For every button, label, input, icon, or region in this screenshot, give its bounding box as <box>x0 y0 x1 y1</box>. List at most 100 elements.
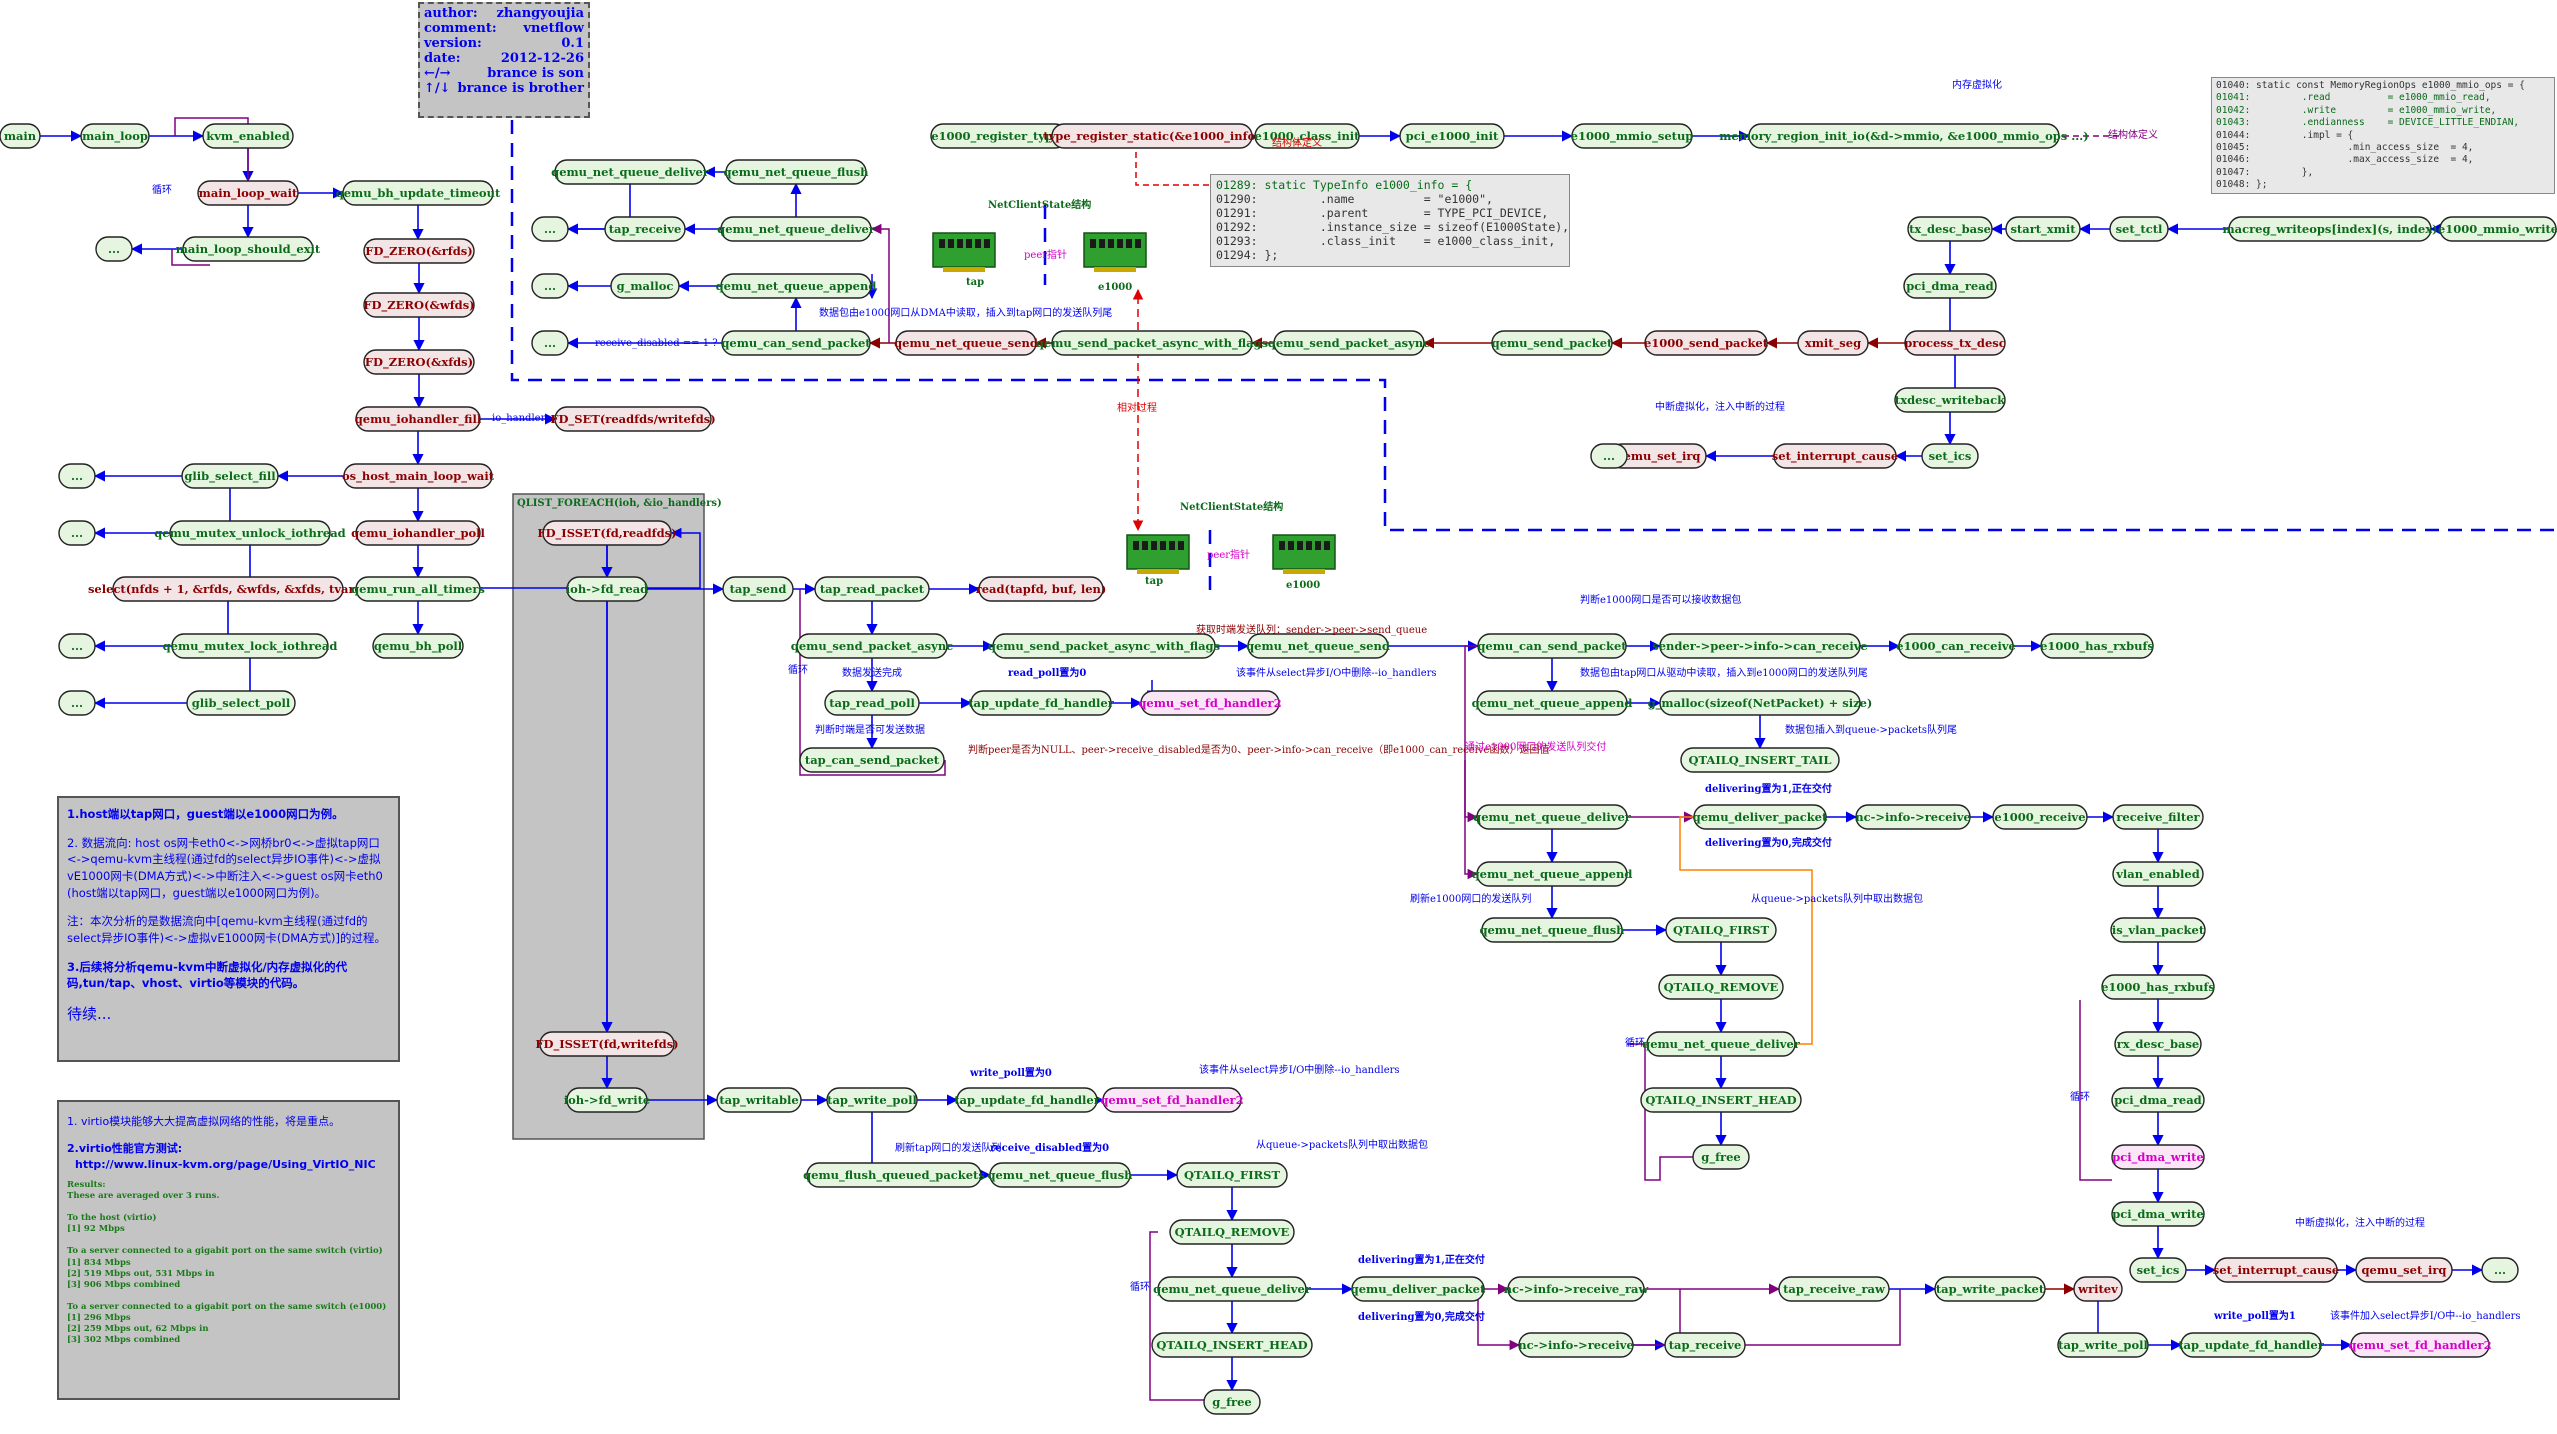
node-qemu-set-fd-handler2-a[interactable]: qemu_set_fd_handler2 <box>1138 690 1282 716</box>
node-nc-info-receive-b[interactable]: nc->info->receive <box>1518 1332 1634 1358</box>
node-ioh-fd-read[interactable]: ioh->fd_read <box>566 576 648 602</box>
node-e1000-has-rxbufs-b[interactable]: e1000_has_rxbufs <box>2101 974 2215 1000</box>
node-tx-desc-base[interactable]: tx_desc_base <box>1907 216 1993 242</box>
node-nc-info-receive[interactable]: nc->info->receive <box>1855 804 1971 830</box>
node-nc-info-receive-raw[interactable]: nc->info->receive_raw <box>1504 1276 1650 1302</box>
virtio-link[interactable]: http://www.linux-kvm.org/page/Using_Virt… <box>75 1157 376 1171</box>
node-qtailq-insert-head-b[interactable]: QTAILQ_INSERT_HEAD <box>1151 1332 1313 1358</box>
node-qtailq-remove-a[interactable]: QTAILQ_REMOVE <box>1658 974 1784 1000</box>
node-dots-r[interactable]: ... <box>2481 1257 2519 1283</box>
node-tap-write-poll[interactable]: tap_write_poll <box>826 1087 918 1113</box>
node-pci-dma-read-r[interactable]: pci_dma_read <box>2111 1087 2205 1113</box>
node-qnqd-e[interactable]: qemu_net_queue_deliver <box>1153 1276 1312 1302</box>
node-dots-b[interactable]: ... <box>531 273 569 299</box>
node-e1000-can-receive[interactable]: e1000_can_receive <box>1896 633 2016 659</box>
node-receive-filter[interactable]: receive_filter <box>2112 804 2204 830</box>
node-qnq-flush-b[interactable]: qemu_net_queue_flush <box>1479 917 1625 943</box>
node-main-loop[interactable]: main_loop <box>80 123 150 149</box>
node-main-loop-wait[interactable]: main_loop_wait <box>197 180 299 206</box>
node-qemu-can-send-packet-a[interactable]: qemu_can_send_packet <box>721 330 871 356</box>
node-qemu-set-irq-r[interactable]: qemu_set_irq <box>2355 1257 2453 1283</box>
node-process-tx-desc[interactable]: process_tx_desc <box>1904 330 2006 356</box>
node-e1000-class-init[interactable]: e1000_class_init <box>1254 123 1360 149</box>
node-dots2[interactable]: ... <box>58 463 96 489</box>
node-dots1[interactable]: ... <box>95 236 133 262</box>
node-set-interrupt-cause-r[interactable]: set_interrupt_cause <box>2213 1257 2339 1283</box>
node-qtailq-first-b[interactable]: QTAILQ_FIRST <box>1176 1162 1288 1188</box>
node-qnqa-b[interactable]: qemu_net_queue_append <box>1472 690 1633 716</box>
node-fd-isset-w[interactable]: FD_ISSET(fd,writefds) <box>535 1031 679 1057</box>
node-qemu-set-irq-t[interactable]: qemu_set_irq <box>1609 443 1707 469</box>
node-dots-a[interactable]: ... <box>531 216 569 242</box>
node-qnqd-c[interactable]: qemu_net_queue_deliver <box>1473 804 1632 830</box>
node-set-ics-t[interactable]: set_ics <box>1921 443 1979 469</box>
node-qtailq-insert-tail[interactable]: QTAILQ_INSERT_TAIL <box>1680 747 1840 773</box>
node-tap-read-poll[interactable]: tap_read_poll <box>824 690 920 716</box>
node-dots-c[interactable]: ... <box>531 330 569 356</box>
node-sender-can-receive[interactable]: sender->peer->info->can_receive <box>1652 633 1868 659</box>
node-kvm-enabled[interactable]: kvm_enabled <box>202 123 294 149</box>
node-dots4[interactable]: ... <box>58 633 96 659</box>
node-qemu-set-fd-handler2-b[interactable]: qemu_set_fd_handler2 <box>1100 1087 1244 1113</box>
node-glib-select-poll[interactable]: glib_select_poll <box>186 690 296 716</box>
node-start-xmit[interactable]: start_xmit <box>2005 216 2081 242</box>
node-qemu-run-all-timers[interactable]: qemu_run_all_timers <box>351 576 485 602</box>
node-qemu-iohandler-poll[interactable]: qemu_iohandler_poll <box>351 520 486 546</box>
node-pci-dma-write-b[interactable]: pci_dma_write <box>2111 1201 2205 1227</box>
node-main[interactable]: main <box>0 123 41 149</box>
node-tap-write-packet[interactable]: tap_write_packet <box>1934 1276 2046 1302</box>
node-tap-writable[interactable]: tap_writable <box>716 1087 802 1113</box>
node-qsp-async-b[interactable]: qemu_send_packet_async <box>791 633 953 659</box>
node-main-loop-should-exit[interactable]: main_loop_should_exit <box>176 236 321 262</box>
node-qemu-mutex-unlock-iothread[interactable]: qemu_mutex_unlock_iothread <box>154 520 346 546</box>
node-qemu-iohandler-fill[interactable]: qemu_iohandler_fill <box>355 406 482 432</box>
node-qnq-flush-c[interactable]: qemu_net_queue_flush <box>987 1162 1133 1188</box>
node-qnqa-a[interactable]: qemu_net_queue_append <box>716 273 877 299</box>
node-tap-receive-raw[interactable]: tap_receive_raw <box>1778 1276 1890 1302</box>
node-qnqf-a[interactable]: qemu_net_queue_flush <box>723 159 869 185</box>
node-qemu-bh-poll[interactable]: qemu_bh_poll <box>372 633 464 659</box>
node-pci-dma-write-a[interactable]: pci_dma_write <box>2111 1144 2205 1170</box>
node-tap-update-fd-handler-c[interactable]: tap_update_fd_handler <box>2178 1332 2325 1358</box>
node-g-malloc-b[interactable]: g_malloc(sizeof(NetPacket) + size) <box>1648 690 1873 716</box>
node-qnqd-d[interactable]: qemu_net_queue_deliver <box>1642 1031 1801 1057</box>
node-tap-send[interactable]: tap_send <box>722 576 794 602</box>
node-is-vlan-packet[interactable]: is_vlan_packet <box>2110 917 2206 943</box>
node-qemu-bh-update-timeout[interactable]: qemu_bh_update_timeout <box>336 180 501 206</box>
node-qsp-async-flags-a[interactable]: qemu_send_packet_async_with_flags <box>1036 330 1268 356</box>
node-fd-set[interactable]: FD_SET(readfds/writefds) <box>550 406 716 432</box>
node-read-tapfd[interactable]: read(tapfd, buf, len) <box>976 576 1107 602</box>
node-type-register-static[interactable]: type_register_static(&e1000_info) <box>1043 123 1261 149</box>
node-e1000-register-types[interactable]: e1000_register_types <box>930 123 1068 149</box>
node-txdesc-writeback[interactable]: txdesc_writeback <box>1894 387 2006 413</box>
node-fd-isset-r[interactable]: FD_ISSET(fd,readfds) <box>537 520 677 546</box>
node-tap-receive-b[interactable]: tap_receive <box>1664 1332 1746 1358</box>
node-set-tctl[interactable]: set_tctl <box>2109 216 2169 242</box>
node-qnqd-a[interactable]: qemu_net_queue_deliver <box>551 159 710 185</box>
node-qsp-async-a[interactable]: qemu_send_packet_async <box>1268 330 1430 356</box>
node-ioh-fd-write[interactable]: ioh->fd_write <box>564 1087 651 1113</box>
node-rx-desc-base[interactable]: rx_desc_base <box>2114 1031 2202 1057</box>
node-fd-zero-x[interactable]: FD_ZERO(&xfds) <box>363 349 475 375</box>
node-memory-region-init-io[interactable]: memory_region_init_io(&d->mmio, &e1000_m… <box>1719 123 2089 149</box>
node-g-free-b[interactable]: g_free <box>1203 1389 1261 1415</box>
node-writev[interactable]: writev <box>2073 1276 2123 1302</box>
node-e1000-mmio-write[interactable]: e1000_mmio_write <box>2438 216 2557 242</box>
node-qemu-send-packet[interactable]: qemu_send_packet <box>1491 330 1613 356</box>
node-qtailq-insert-head-a[interactable]: QTAILQ_INSERT_HEAD <box>1640 1087 1802 1113</box>
node-e1000-receive[interactable]: e1000_receive <box>1992 804 2088 830</box>
node-qemu-mutex-lock-iothread[interactable]: qemu_mutex_lock_iothread <box>163 633 338 659</box>
node-tap-can-send-packet[interactable]: tap_can_send_packet <box>799 747 945 773</box>
node-fd-zero-w[interactable]: FD_ZERO(&wfds) <box>363 292 475 318</box>
node-dots-t[interactable]: ... <box>1590 443 1628 469</box>
node-qemu-can-send-packet-b[interactable]: qemu_can_send_packet <box>1477 633 1627 659</box>
node-glib-select-fill[interactable]: glib_select_fill <box>181 463 279 489</box>
node-macreg-writeops[interactable]: macreg_writeops[index](s, index) <box>2222 216 2438 242</box>
node-xmit-seg[interactable]: xmit_seg <box>1797 330 1869 356</box>
node-qnqd-b[interactable]: qemu_net_queue_deliver <box>717 216 876 242</box>
node-qtailq-remove-b[interactable]: QTAILQ_REMOVE <box>1169 1219 1295 1245</box>
node-qemu-deliver-packet-a[interactable]: qemu_deliver_packet <box>1693 804 1828 830</box>
node-pci-e1000-init[interactable]: pci_e1000_init <box>1399 123 1505 149</box>
node-set-ics-r[interactable]: set_ics <box>2129 1257 2187 1283</box>
node-e1000-mmio-setup[interactable]: e1000_mmio_setup <box>1571 123 1694 149</box>
